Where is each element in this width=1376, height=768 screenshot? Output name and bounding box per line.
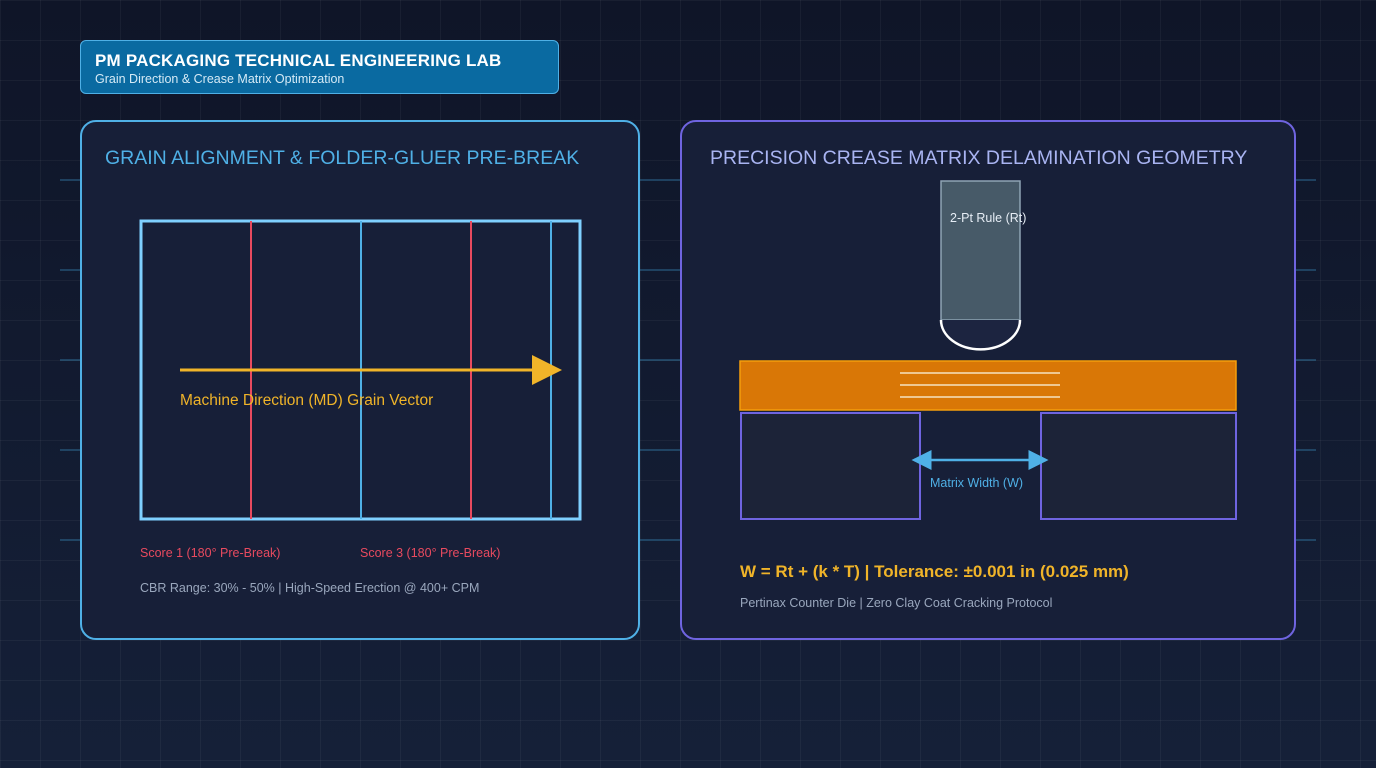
rule-label: 2-Pt Rule (Rt)	[950, 211, 1026, 225]
page-subtitle: Grain Direction & Crease Matrix Optimiza…	[95, 72, 345, 86]
right-panel-heading: PRECISION CREASE MATRIX DELAMINATION GEO…	[710, 147, 1247, 169]
counter-die-right	[1040, 412, 1237, 520]
crease-formula: W = Rt + (k * T) | Tolerance: ±0.001 in …	[740, 562, 1129, 581]
crease-rule-tip	[939, 319, 1022, 351]
edge-connector-lines	[60, 179, 1316, 541]
score-1-label: Score 1 (180° Pre-Break)	[140, 546, 280, 560]
matrix-width-label: Matrix Width (W)	[930, 476, 1023, 490]
left-panel-footnote: CBR Range: 30% - 50% | High-Speed Erecti…	[140, 581, 479, 595]
left-panel-heading: GRAIN ALIGNMENT & FOLDER-GLUER PRE-BREAK	[105, 147, 579, 169]
counter-die-left	[740, 412, 921, 520]
score-3-label: Score 3 (180° Pre-Break)	[360, 546, 500, 560]
grain-vector-label: Machine Direction (MD) Grain Vector	[180, 392, 433, 409]
crease-rule-blade	[940, 180, 1021, 321]
page-title: PM PACKAGING TECHNICAL ENGINEERING LAB	[95, 51, 502, 70]
right-panel-footnote: Pertinax Counter Die | Zero Clay Coat Cr…	[740, 596, 1052, 610]
header-banner: PM PACKAGING TECHNICAL ENGINEERING LAB G…	[80, 40, 559, 94]
board-ply-lines	[900, 372, 1060, 398]
